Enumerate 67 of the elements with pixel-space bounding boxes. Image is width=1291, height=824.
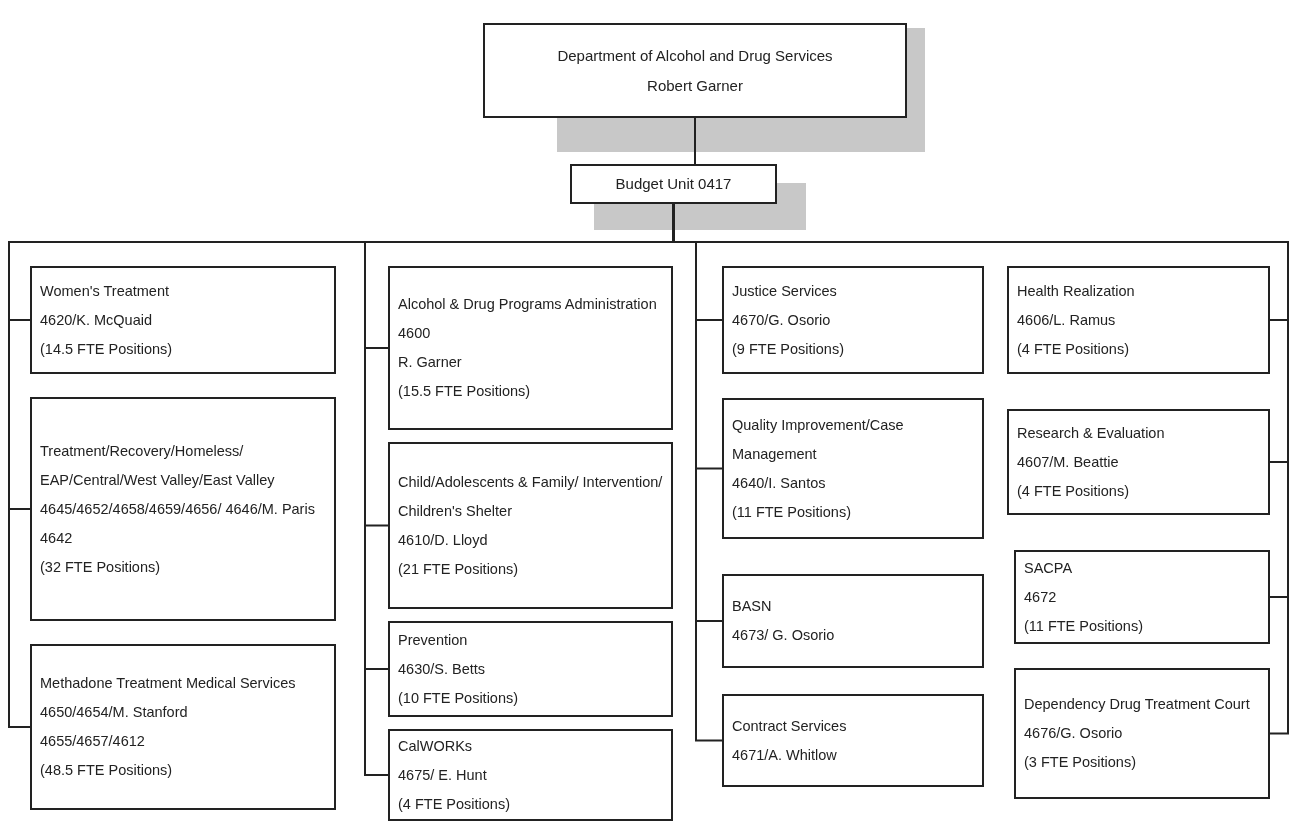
- org-unit-box: [388, 442, 673, 609]
- unit-text: 4620/K. McQuaid: [40, 310, 154, 330]
- unit-text: 4630/S. Betts: [398, 659, 487, 679]
- unit-text: 4600: [398, 324, 432, 343]
- org-unit-box: [1007, 266, 1270, 374]
- unit-text: Women's Treatment: [40, 281, 171, 301]
- unit-text: Department of Alcohol and Drug Services: [557, 45, 833, 66]
- org-unit-box: [722, 694, 984, 787]
- unit-text: 4673/ G. Osorio: [732, 626, 836, 645]
- unit-text: Methadone Treatment Medical Services: [40, 674, 297, 693]
- unit-text: (3 FTE Positions): [1024, 753, 1137, 772]
- unit-text: 4607/M. Beattie: [1017, 452, 1120, 472]
- connector-line: [694, 117, 696, 165]
- unit-text: (10 FTE Positions): [398, 688, 520, 708]
- org-unit-box: [1014, 668, 1270, 799]
- unit-text: Justice Services: [732, 281, 838, 301]
- unit-text: Child/Adolescents & Family/ Intervention/ Children's Shelter: [398, 472, 663, 521]
- unit-text: CalWORKs: [398, 736, 474, 756]
- org-unit-box: [1014, 550, 1270, 644]
- unit-text: (48.5 FTE Positions): [40, 761, 174, 780]
- unit-text: Prevention: [398, 630, 469, 650]
- unit-text: Research & Evaluation: [1017, 423, 1166, 443]
- org-unit-box: [483, 23, 907, 118]
- org-unit-box: [388, 621, 673, 717]
- org-unit-box: [30, 266, 336, 374]
- unit-text: (9 FTE Positions): [732, 339, 845, 359]
- org-unit-box: [1007, 409, 1270, 515]
- unit-text: Treatment/Recovery/Homeless/ EAP/Central/West Valley/East Valley: [40, 441, 276, 490]
- unit-text: (4 FTE Positions): [1017, 339, 1130, 359]
- org-unit-box: [30, 644, 336, 810]
- unit-text: (11 FTE Positions): [1024, 616, 1144, 636]
- unit-text: (15.5 FTE Positions): [398, 382, 532, 401]
- unit-text: Robert Garner: [647, 75, 743, 96]
- unit-text: Contract Services: [732, 716, 848, 736]
- org-unit-box: [570, 164, 777, 204]
- org-unit-box: [722, 266, 984, 374]
- org-unit-box: [30, 397, 336, 621]
- unit-text: (4 FTE Positions): [1017, 481, 1130, 501]
- org-unit-box: [722, 398, 984, 539]
- unit-text: R. Garner: [398, 353, 463, 372]
- unit-text: 4675/ E. Hunt: [398, 765, 488, 785]
- unit-text: 4650/4654/M. Stanford: [40, 703, 189, 722]
- unit-text: 4645/4652/4658/4659/4656/ 4646/M. Paris: [40, 499, 316, 519]
- unit-text: 4676/G. Osorio: [1024, 724, 1124, 743]
- unit-text: (21 FTE Positions): [398, 559, 520, 579]
- unit-text: 4672: [1024, 587, 1058, 607]
- org-unit-box: [388, 266, 673, 430]
- unit-text: 4655/4657/4612: [40, 732, 146, 751]
- unit-text: SACPA: [1024, 558, 1074, 578]
- unit-text: Quality Improvement/Case Management: [732, 415, 905, 464]
- unit-text: 4606/L. Ramus: [1017, 310, 1117, 330]
- org-unit-box: [722, 574, 984, 668]
- unit-text: (32 FTE Positions): [40, 557, 162, 577]
- unit-text: 4640/I. Santos: [732, 473, 827, 493]
- unit-text: Health Realization: [1017, 281, 1136, 301]
- unit-text: 4642: [40, 528, 74, 548]
- unit-text: 4610/D. Lloyd: [398, 530, 489, 550]
- unit-text: (11 FTE Positions): [732, 502, 852, 522]
- unit-text: 4671/A. Whitlow: [732, 745, 838, 765]
- unit-text: (4 FTE Positions): [398, 794, 511, 814]
- unit-text: (14.5 FTE Positions): [40, 339, 174, 359]
- unit-text: BASN: [732, 597, 773, 616]
- unit-text: Dependency Drug Treatment Court: [1024, 695, 1251, 714]
- unit-text: Alcohol & Drug Programs Administration: [398, 295, 658, 314]
- unit-text: 4670/G. Osorio: [732, 310, 832, 330]
- unit-text: Budget Unit 0417: [615, 174, 732, 194]
- org-unit-box: [388, 729, 673, 821]
